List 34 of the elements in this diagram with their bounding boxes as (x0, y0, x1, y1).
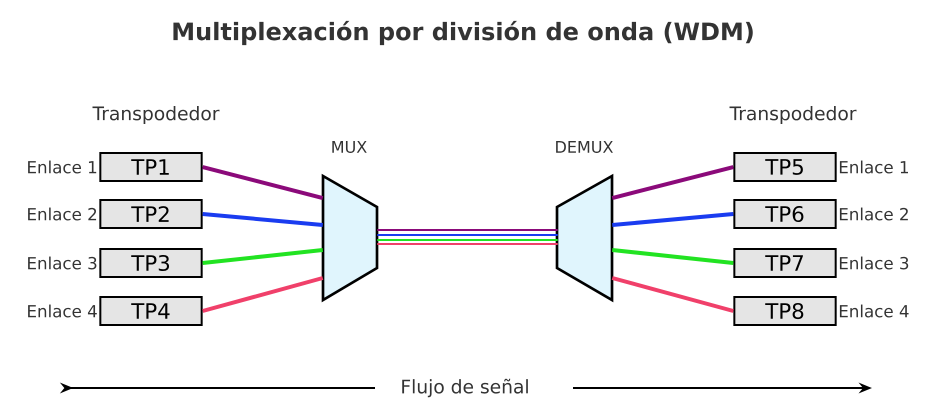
link-label: Enlace 3 (840, 256, 908, 270)
signal-flow-label: Flujo de señal (402, 378, 528, 398)
device-label: MUX (332, 141, 367, 153)
link-label: Enlace 4 (28, 304, 97, 318)
transponder-box: TP8 (733, 296, 837, 326)
link-label: Enlace 1 (840, 160, 908, 174)
transponder-box: TP4 (99, 296, 203, 326)
fiber-line (377, 243, 558, 245)
fiber-line (612, 276, 734, 313)
fiber-line (377, 229, 558, 231)
fiber-line (202, 165, 324, 200)
transponder-box: TP2 (99, 199, 203, 229)
fiber-line (377, 234, 558, 236)
transponder-box: TP1 (99, 152, 203, 182)
fiber-line (202, 248, 323, 265)
fiber-line (612, 212, 734, 227)
fiber-line (377, 239, 558, 241)
device-label: DEMUX (556, 141, 613, 153)
link-label: Enlace 3 (28, 256, 96, 270)
link-label: Enlace 1 (28, 160, 96, 174)
link-label: Enlace 4 (840, 304, 909, 318)
transponder-heading: Transpodedor (92, 106, 220, 124)
transponder-box: TP5 (733, 152, 837, 182)
title: Multiplexación por división de onda (WDM) (173, 20, 753, 46)
fiber-line (612, 165, 734, 200)
link-label: Enlace 2 (840, 208, 908, 220)
transponder-box: TP3 (99, 248, 203, 278)
transponder-box: TP7 (733, 248, 837, 278)
link-label: Enlace 2 (28, 208, 96, 220)
transponder-box: TP6 (733, 199, 837, 229)
transponder-heading: Transpodedor (730, 106, 856, 124)
fiber-line (202, 212, 323, 227)
fiber-line (612, 248, 734, 265)
fiber-line (202, 276, 324, 313)
